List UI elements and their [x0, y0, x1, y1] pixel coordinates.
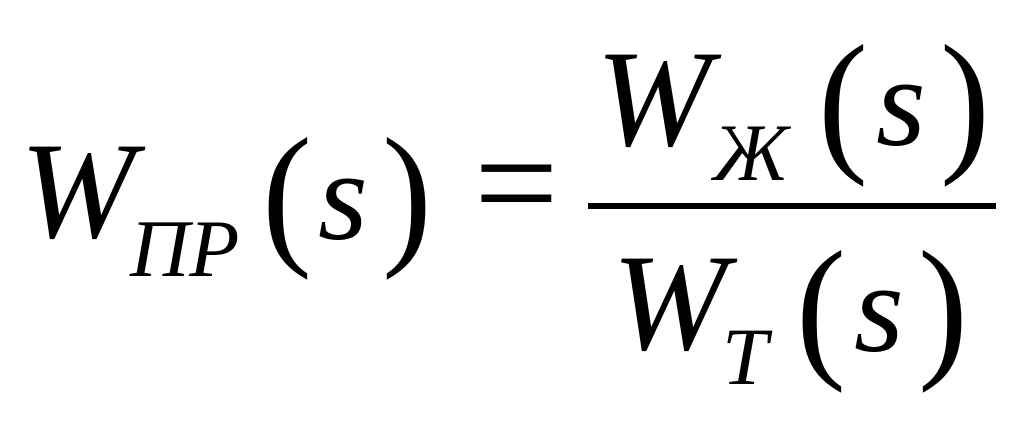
lhs-close-paren: ): [382, 106, 432, 281]
numerator-subscript: Ж: [713, 107, 789, 198]
numerator-variable: s: [876, 31, 926, 173]
equals-sign: =: [474, 100, 559, 266]
denominator-open-paren: (: [796, 219, 846, 394]
denominator-symbol: W: [612, 226, 727, 379]
numerator-close-paren: ): [940, 13, 990, 188]
lhs-symbol: W: [20, 114, 135, 267]
fraction-bar: [588, 203, 996, 209]
lhs-open-paren: (: [262, 106, 312, 281]
numerator-symbol: W: [596, 22, 711, 175]
denominator-variable: s: [854, 237, 904, 379]
lhs-variable: s: [318, 125, 368, 267]
numerator-open-paren: (: [818, 13, 868, 188]
denominator-close-paren: ): [918, 219, 968, 394]
denominator-subscript: T: [722, 311, 768, 402]
lhs-subscript: ПР: [130, 203, 240, 294]
